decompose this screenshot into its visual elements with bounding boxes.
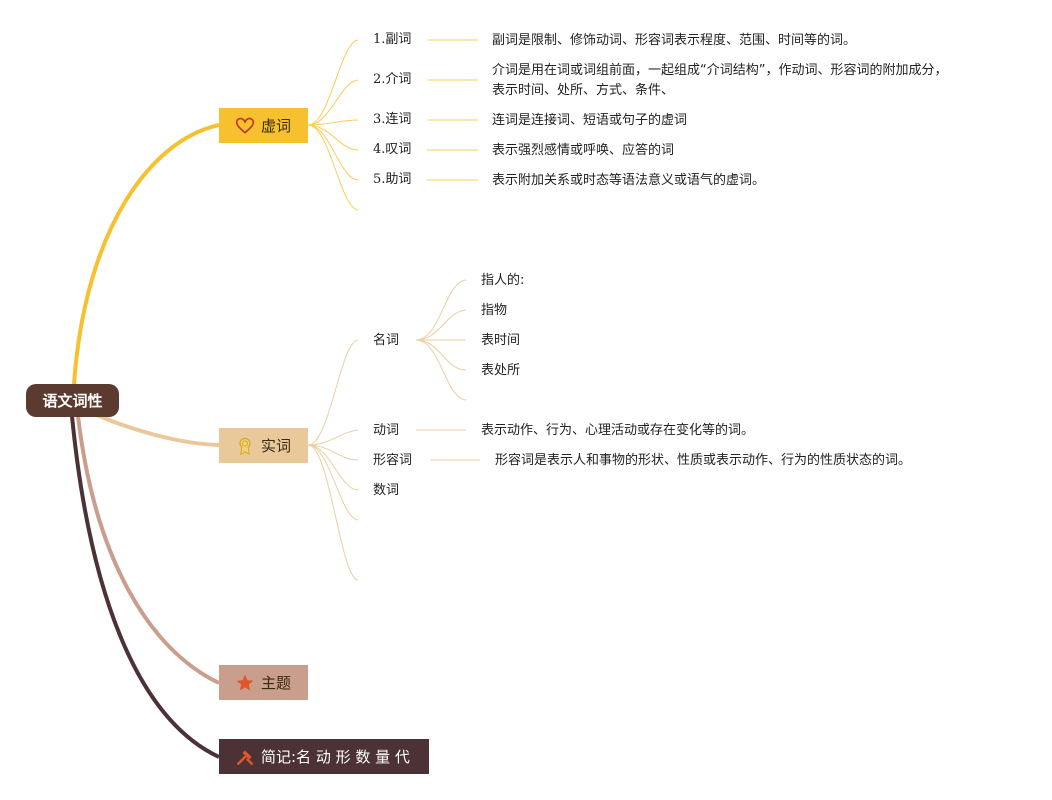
leaf-mingci[interactable]: 名词 — [373, 333, 400, 348]
branch-jianji[interactable]: 简记:名 动 形 数 量 代 — [219, 739, 429, 774]
desc-jieci-line2: 表示时间、处所、方式、条件、 — [492, 83, 675, 98]
desc-zhuci: 表示附加关系或时态等语法意义或语气的虚词。 — [492, 173, 766, 188]
desc-xingrongci: 形容词是表示人和事物的形状、性质或表示动作、行为的性质状态的词。 — [495, 453, 912, 468]
leaf-mingci-wu[interactable]: 指物 — [481, 303, 508, 318]
leaf-tanci[interactable]: 4.叹词 — [373, 142, 412, 157]
root-topic[interactable]: 语文词性 — [26, 384, 119, 417]
link-root-shici — [89, 410, 220, 447]
desc-jieci-line1: 介词是用在词或词组前面，一起组成“介词结构”，作动词、形容词的附加成分， — [492, 63, 948, 78]
branch-jianji-label: 简记:名 动 形 数 量 代 — [261, 748, 410, 766]
leaf-zhuci[interactable]: 5.助词 — [373, 172, 412, 187]
leaf-xingrongci[interactable]: 形容词 — [373, 453, 413, 468]
desc-lianci: 连词是连接词、短语或句子的虚词 — [492, 113, 688, 128]
leaf-lianci[interactable]: 3.连词 — [373, 112, 412, 127]
desc-dongci: 表示动作、行为、心理活动或存在变化等的词。 — [481, 423, 755, 438]
branch-xuci-label: 虚词 — [261, 117, 292, 135]
leaf-mingci-shijian[interactable]: 表时间 — [481, 333, 521, 348]
desc-tanci: 表示强烈感情或呼唤、应答的词 — [492, 143, 675, 158]
link-root-jianji — [70, 415, 220, 759]
branch-shici-label: 实词 — [261, 437, 292, 455]
leaf-dongci[interactable]: 动词 — [373, 423, 400, 438]
heart-icon — [235, 117, 255, 134]
leaf-shuci[interactable]: 数词 — [373, 483, 400, 498]
link-root-xuci — [72, 123, 220, 385]
leaf-mingci-ren[interactable]: 指人的: — [481, 273, 525, 288]
branch-xuci[interactable]: 虚词 — [219, 108, 308, 143]
tools-icon — [237, 749, 253, 765]
badge-icon — [239, 437, 251, 455]
desc-fuci: 副词是限制、修饰动词、形容词表示程度、范围、时间等的词。 — [492, 33, 857, 48]
leaf-mingci-chusuo[interactable]: 表处所 — [481, 363, 521, 378]
link-root-zhuti — [76, 415, 220, 685]
branch-zhuti[interactable]: 主题 — [219, 665, 308, 700]
leaf-jieci[interactable]: 2.介词 — [373, 72, 412, 87]
leaf-fuci[interactable]: 1.副词 — [373, 32, 412, 47]
branch-zhuti-label: 主题 — [261, 674, 292, 692]
root-label: 语文词性 — [42, 392, 103, 410]
star-icon — [236, 674, 254, 690]
branch-shici[interactable]: 实词 — [219, 428, 308, 463]
